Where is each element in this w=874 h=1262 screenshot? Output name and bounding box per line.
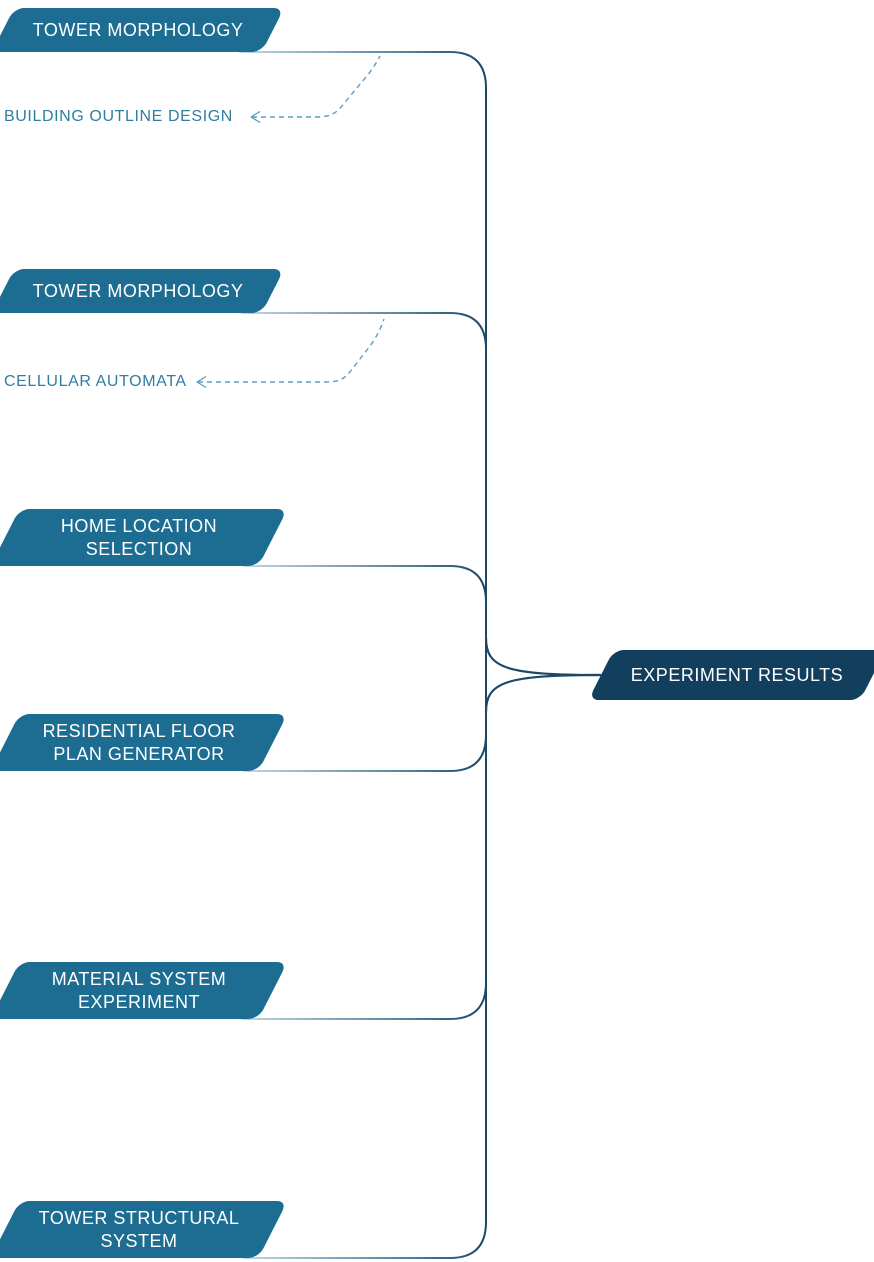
- arrowhead-building-outline-design-icon: [250, 110, 261, 124]
- root-junction-upper-curve: [484, 636, 602, 677]
- dashed-connector-building-outline-design: [252, 55, 381, 118]
- topic-experiment-results-root[interactable]: EXPERIMENT RESULTS: [588, 650, 874, 700]
- topic-label: EXPERIMENT RESULTS: [630, 664, 844, 685]
- branch-line-tower-structural-system: [243, 1221, 487, 1259]
- topic-material-system-experiment[interactable]: MATERIAL SYSTEM EXPERIMENT: [0, 962, 288, 1019]
- dashed-connector-cellular-automata: [198, 318, 385, 383]
- topic-home-location-selection[interactable]: HOME LOCATION SELECTION: [0, 509, 288, 566]
- root-junction-lower-curve: [484, 673, 602, 714]
- topic-tower-morphology-2[interactable]: TOWER MORPHOLOGY: [0, 269, 285, 313]
- topic-label: MATERIAL SYSTEM EXPERIMENT: [51, 968, 227, 1012]
- branch-line-tower-morphology-1: [239, 51, 487, 89]
- branch-line-material-system-experiment: [241, 982, 487, 1020]
- branch-line-home-location-selection: [243, 565, 487, 603]
- branch-line-tower-morphology-2: [241, 312, 487, 350]
- topic-label: TOWER MORPHOLOGY: [32, 280, 244, 301]
- subtopic-building-outline-design[interactable]: BUILDING OUTLINE DESIGN: [4, 108, 233, 125]
- topic-label: TOWER STRUCTURAL SYSTEM: [38, 1207, 240, 1251]
- topic-label: TOWER MORPHOLOGY: [32, 19, 244, 40]
- arrowhead-cellular-automata-icon: [196, 375, 207, 389]
- topic-residential-floor-plan-generator[interactable]: RESIDENTIAL FLOOR PLAN GENERATOR: [0, 714, 288, 771]
- topic-label: HOME LOCATION SELECTION: [60, 515, 218, 559]
- subtopic-cellular-automata[interactable]: CELLULAR AUTOMATA: [4, 373, 187, 390]
- topic-tower-structural-system[interactable]: TOWER STRUCTURAL SYSTEM: [0, 1201, 288, 1258]
- topic-label: RESIDENTIAL FLOOR PLAN GENERATOR: [42, 720, 236, 764]
- topic-tower-morphology-1[interactable]: TOWER MORPHOLOGY: [0, 8, 285, 52]
- branch-line-residential-floor-plan-generator: [243, 734, 487, 772]
